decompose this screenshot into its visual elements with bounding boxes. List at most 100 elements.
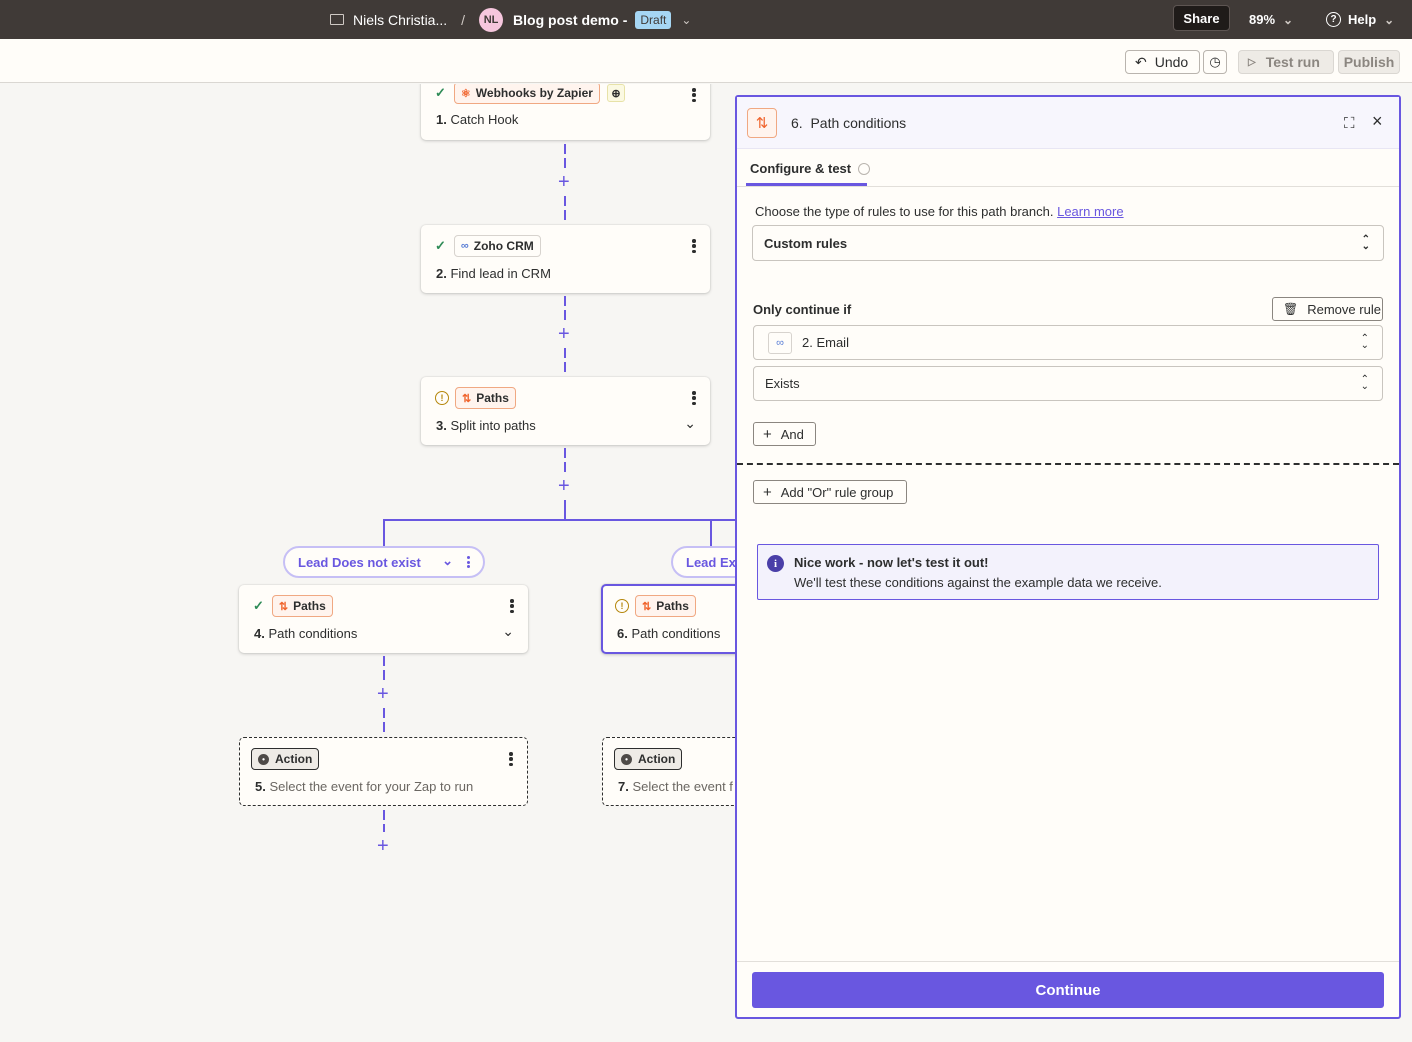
connector <box>710 519 712 547</box>
step-card-5[interactable]: • Action 5. Select the event for your Za… <box>239 737 528 806</box>
app-name: Webhooks by Zapier <box>475 86 593 100</box>
plus-icon: + <box>763 425 772 443</box>
continue-button[interactable]: Continue <box>752 972 1384 1008</box>
connector <box>383 708 385 732</box>
step-title: 5. Select the event for your Zap to run <box>255 779 474 794</box>
publish-button[interactable]: Publish <box>1338 50 1400 74</box>
history-button[interactable]: ◷ <box>1203 50 1227 74</box>
more-icon[interactable] <box>692 239 696 253</box>
more-icon[interactable] <box>692 391 696 405</box>
expand-icon[interactable]: ⛶ <box>1344 115 1355 132</box>
step-title: 1. Catch Hook <box>436 112 519 127</box>
path-pill-left[interactable]: Lead Does not exist ⌄ <box>283 546 485 578</box>
add-icon[interactable]: ⊕ <box>606 84 625 102</box>
condition-select[interactable]: Exists ⌃⌄ <box>753 366 1383 401</box>
active-tab-indicator <box>746 183 867 186</box>
close-icon[interactable]: × <box>1372 111 1383 131</box>
branch-connector <box>383 519 743 521</box>
app-name: Action <box>638 752 676 766</box>
app-name: Paths <box>656 599 689 613</box>
updown-icon: ⌃⌄ <box>1360 374 1369 392</box>
zoom-dropdown[interactable]: 89% ⌄ <box>1249 0 1293 39</box>
chevron-down-icon: ⌄ <box>1283 12 1294 27</box>
and-button[interactable]: + And <box>753 422 816 446</box>
draft-badge: Draft <box>635 10 672 29</box>
undo-icon: ↶ <box>1135 53 1147 70</box>
app-name: Paths <box>293 599 326 613</box>
app-name: Action <box>275 752 313 766</box>
add-step-icon[interactable]: + <box>558 323 570 345</box>
connector <box>564 296 566 320</box>
step-card-1[interactable]: ✓ ⚛ Webhooks by Zapier ⊕ 1. Catch Hook <box>421 84 710 140</box>
remove-rule-button[interactable]: 🗑 Remove rule <box>1272 297 1383 321</box>
step-card-2[interactable]: ✓ ∞ Zoho CRM 2. Find lead in CRM <box>421 225 710 293</box>
step-title: 2. Find lead in CRM <box>436 266 551 281</box>
rules-prompt: Choose the type of rules to use for this… <box>755 204 1124 219</box>
app-badge: • Action <box>614 748 683 770</box>
step-card-4[interactable]: ✓ ⇅ Paths 4. Path conditions ⌄ <box>239 585 528 653</box>
help-menu[interactable]: ? Help ⌄ <box>1326 0 1394 39</box>
info-banner: i Nice work - now let's test it out! We'… <box>757 544 1379 600</box>
more-icon[interactable] <box>509 752 513 766</box>
action-icon: • <box>621 753 632 765</box>
warning-icon: ! <box>615 599 629 613</box>
status-circle-icon <box>858 162 871 175</box>
app-badge: ∞ Zoho CRM <box>453 235 541 257</box>
tab-configure-test[interactable]: Configure & test <box>750 161 871 176</box>
paths-icon: ⇅ <box>278 600 289 613</box>
field-select[interactable]: ∞ 2. Email ⌃⌄ <box>753 325 1383 360</box>
remove-rule-label: Remove rule <box>1307 301 1381 317</box>
zoho-icon: ∞ <box>460 240 469 252</box>
avatar[interactable]: NL <box>479 7 504 32</box>
zap-name[interactable]: Blog post demo - <box>513 11 628 28</box>
rule-type-select[interactable]: Custom rules ⌃⌄ <box>752 225 1384 261</box>
app-badge: • Action <box>251 748 320 770</box>
add-step-icon[interactable]: + <box>558 475 570 497</box>
zoho-icon: ∞ <box>768 331 792 354</box>
chevron-down-icon[interactable]: ⌄ <box>502 623 514 639</box>
chevron-down-icon[interactable]: ⌄ <box>684 415 696 431</box>
add-step-icon[interactable]: + <box>377 683 389 705</box>
test-run-button[interactable]: ▷ Test run <box>1238 50 1334 74</box>
add-step-icon[interactable]: + <box>377 835 389 857</box>
folder-icon <box>330 14 344 25</box>
undo-button[interactable]: ↶ Undo <box>1125 50 1200 74</box>
chevron-down-icon[interactable]: ⌄ <box>442 553 453 568</box>
add-or-label: Add "Or" rule group <box>780 484 894 500</box>
panel-title: 6. Path conditions <box>791 115 907 131</box>
add-step-icon[interactable]: + <box>558 171 570 193</box>
updown-icon: ⌃⌄ <box>1360 333 1369 351</box>
plus-icon: + <box>763 483 772 501</box>
connector <box>383 656 385 680</box>
and-label: And <box>780 426 804 442</box>
more-icon[interactable] <box>692 88 696 102</box>
share-button[interactable]: Share <box>1173 5 1230 31</box>
zoom-level: 89% <box>1249 12 1276 27</box>
history-icon: ◷ <box>1209 54 1221 69</box>
app-badge: ⇅ Paths <box>635 595 696 617</box>
step-card-3[interactable]: ! ⇅ Paths 3. Split into paths ⌄ <box>421 377 710 445</box>
chevron-down-icon[interactable]: ⌄ <box>681 12 692 27</box>
panel-header: ⇅ 6. Path conditions ⛶ × <box>737 97 1399 149</box>
app-badge: ⇅ Paths <box>455 387 516 409</box>
learn-more-link[interactable]: Learn more <box>1057 204 1124 219</box>
folder-link[interactable]: Niels Christia... <box>353 11 448 28</box>
add-or-group-button[interactable]: + Add "Or" rule group <box>753 480 907 504</box>
app-name: Paths <box>476 391 509 405</box>
app-badge: ⇅ Paths <box>271 595 333 617</box>
chevron-down-icon: ⌄ <box>1384 12 1395 27</box>
paths-icon: ⇅ <box>747 108 777 138</box>
rules-prompt-text: Choose the type of rules to use for this… <box>755 204 1054 219</box>
check-icon: ✓ <box>253 598 264 613</box>
panel-footer: Continue <box>737 961 1399 1017</box>
condition-value: Exists <box>765 376 800 391</box>
trash-icon: 🗑 <box>1283 302 1299 316</box>
more-icon[interactable] <box>466 556 470 568</box>
paths-icon: ⇅ <box>462 392 472 405</box>
more-icon[interactable] <box>510 599 514 613</box>
undo-label: Undo <box>1154 54 1189 70</box>
check-icon: ✓ <box>435 238 446 253</box>
info-body: We'll test these conditions against the … <box>794 575 1162 590</box>
path-name: Lead Exi <box>686 554 740 570</box>
step-title: 6. Path conditions <box>617 626 721 641</box>
